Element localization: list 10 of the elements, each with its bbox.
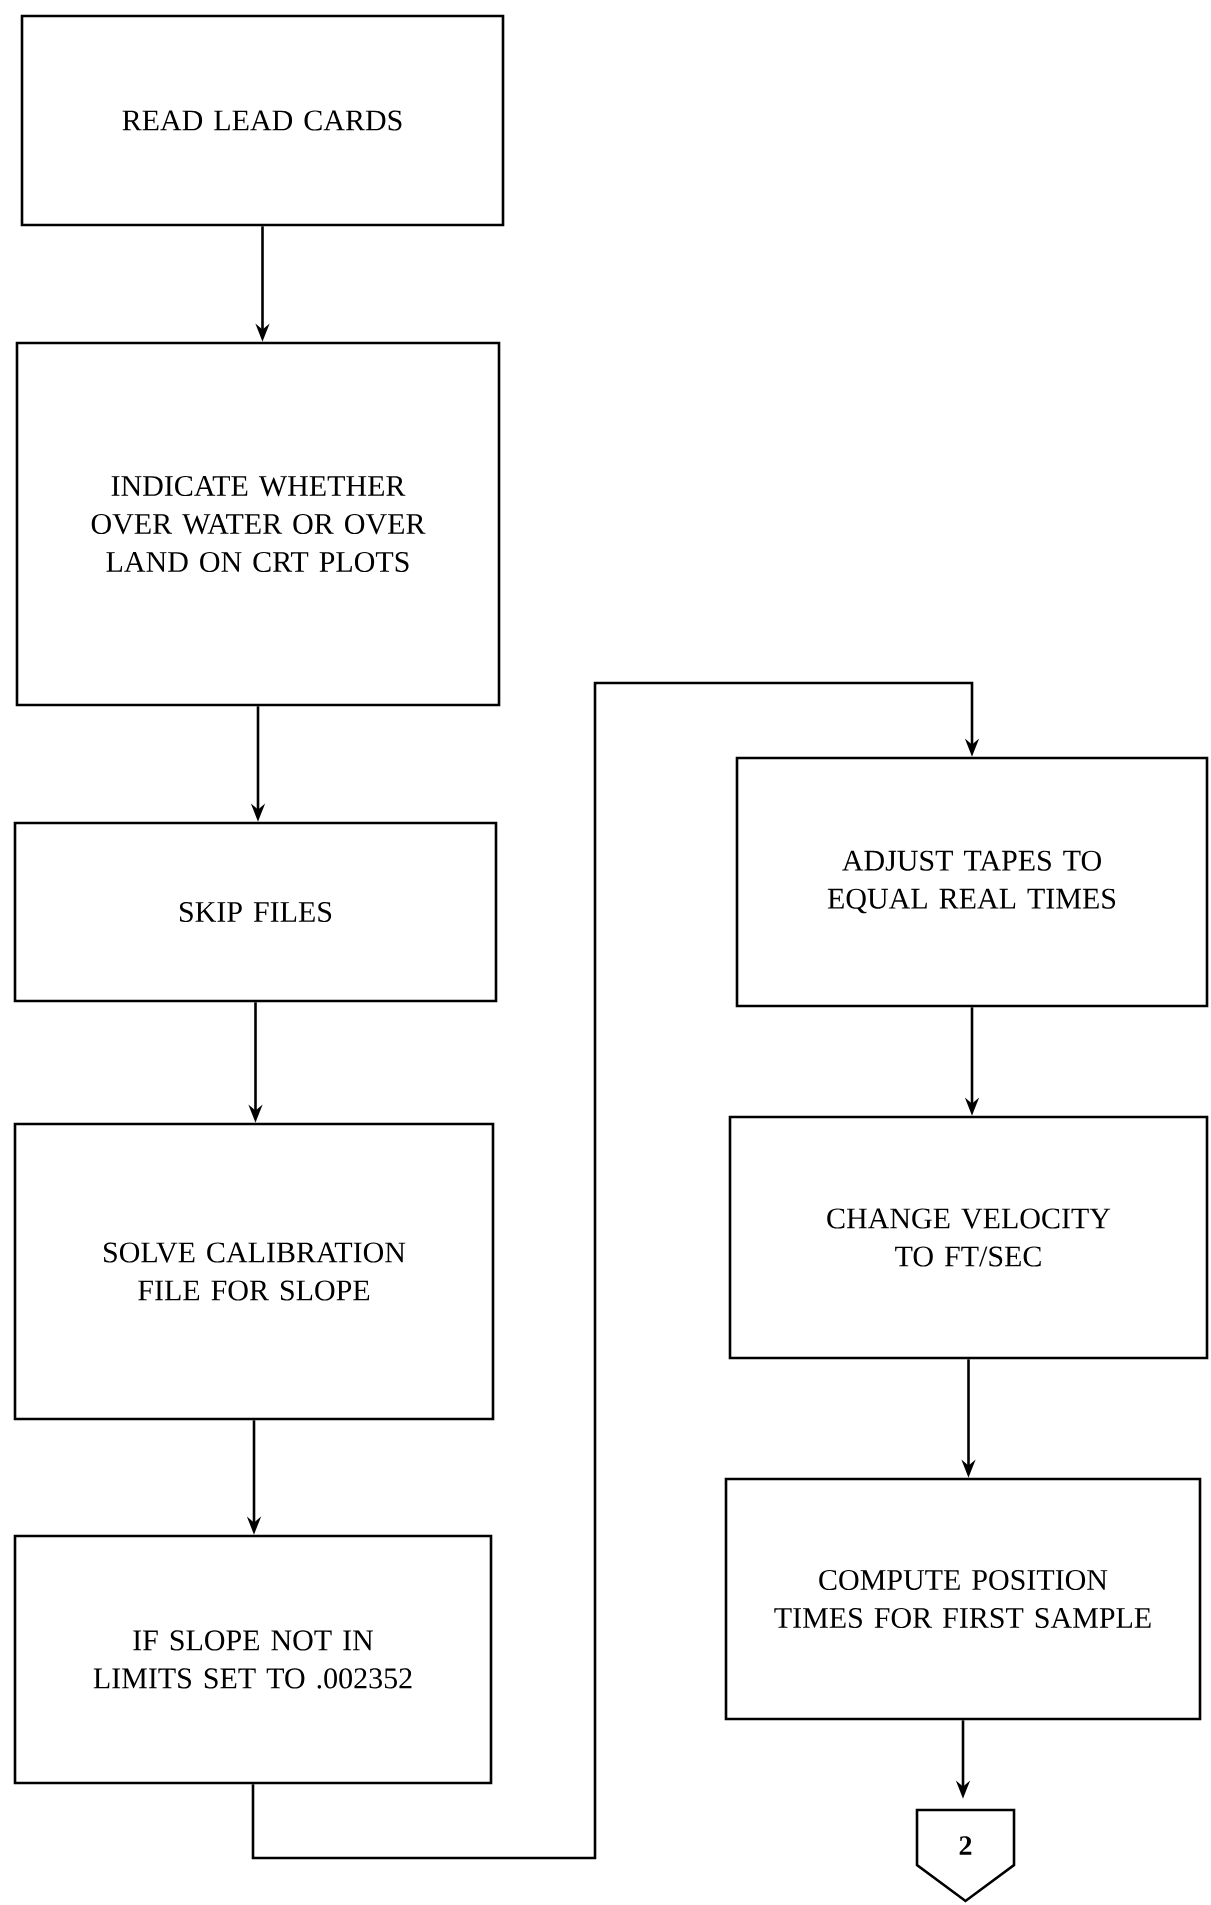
process-box: SOLVE CALIBRATION FILE FOR SLOPE <box>13 1122 495 1421</box>
process-box: SKIP FILES <box>13 821 498 1003</box>
arrow <box>251 681 980 1860</box>
process-box: INDICATE WHETHER OVER WATER OR OVER LAND ON CRT PLOTS <box>15 341 501 707</box>
process-box: ADJUST TAPES TO EQUAL REAL TIMES <box>735 756 1209 1008</box>
connector-pentagon: 2 <box>915 1808 1016 1903</box>
process-box: CHANGE VELOCITY TO FT/SEC <box>728 1115 1209 1360</box>
process-box: IF SLOPE NOT IN LIMITS SET TO .002352 <box>13 1534 493 1785</box>
process-box: COMPUTE POSITION TIMES FOR FIRST SAMPLE <box>724 1477 1202 1721</box>
process-box: READ LEAD CARDS <box>20 14 505 227</box>
